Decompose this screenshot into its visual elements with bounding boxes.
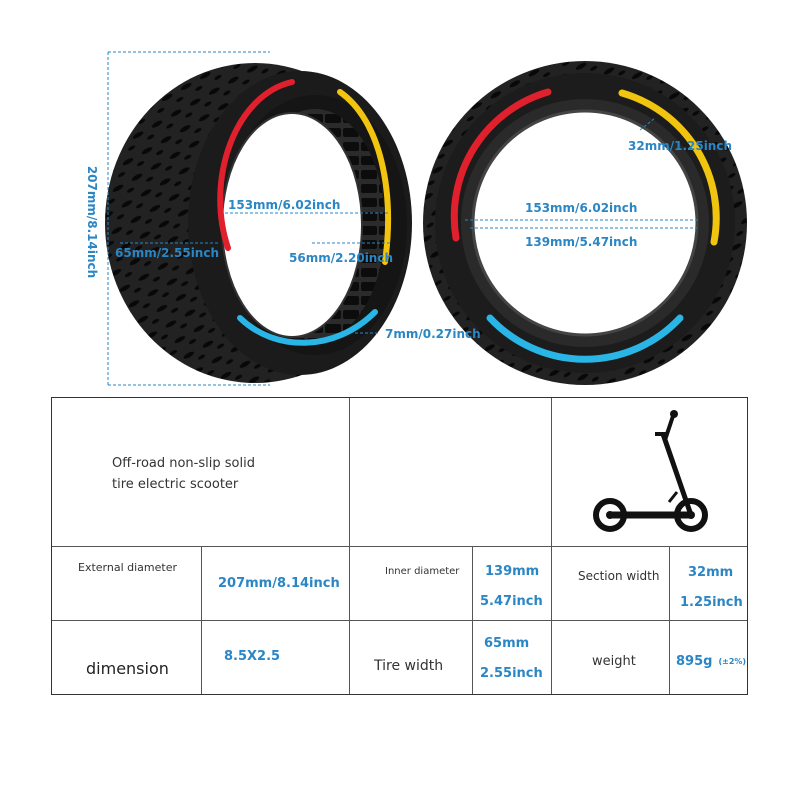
tire-width-value-mm: 65mm: [484, 635, 530, 651]
description-line2: tire electric scooter: [112, 477, 239, 492]
right-tire: [423, 61, 747, 385]
outer-height-label: 207mm/8.14inch: [85, 166, 99, 278]
tire-width-label: Tire width: [374, 658, 444, 674]
red-stripe: [450, 88, 552, 242]
blue-stripe: [486, 314, 684, 363]
section-width-value-mm: 32mm: [688, 564, 734, 580]
inner-left-label: 153mm/6.02inch: [228, 198, 340, 212]
hub-width-label: 56mm/2.20inch: [289, 251, 393, 265]
yellow-stripe: [618, 89, 720, 246]
spec-table: Off-road non-slip solid tire electric sc…: [51, 397, 748, 695]
weight-tolerance: (±2%): [718, 656, 747, 666]
tire-product-image: 207mm/8.14inch 153mm/6.02inch 65mm/2.55i…: [85, 51, 747, 386]
product-description: Off-road non-slip solid tire electric sc…: [112, 453, 342, 498]
weight-value-group: 895g (±2%): [676, 651, 748, 671]
dimension-value: 8.5X2.5: [224, 648, 281, 664]
inner-diameter-value-inch: 5.47inch: [480, 593, 543, 609]
tire-width-dim-label: 65mm/2.55inch: [115, 246, 219, 260]
section-right-label: 32mm/1.25inch: [628, 139, 732, 153]
external-diameter-value: 207mm/8.14inch: [218, 575, 340, 591]
weight-label: weight: [592, 653, 636, 669]
left-tire: [105, 63, 412, 383]
hub-wall-label: 7mm/0.27inch: [385, 327, 481, 341]
inner-right-top-label: 153mm/6.02inch: [525, 201, 637, 215]
inner-diameter-label: Inner diameter: [385, 565, 460, 577]
description-line1: Off-road non-slip solid: [112, 456, 255, 471]
yellow-stripe: [337, 89, 391, 265]
weight-value: 895g: [676, 653, 713, 669]
tire-width-value-inch: 2.55inch: [480, 665, 543, 681]
red-stripe: [217, 79, 295, 251]
section-width-label: Section width: [578, 569, 660, 583]
dimension-guides: [107, 51, 700, 386]
scooter-icon: [592, 410, 708, 532]
inner-diameter-value-mm: 139mm: [485, 563, 540, 579]
blue-stripe: [237, 309, 378, 346]
inner-right-bottom-label: 139mm/5.47inch: [525, 235, 637, 249]
section-width-value-inch: 1.25inch: [680, 594, 743, 610]
external-diameter-label: External diameter: [78, 560, 177, 574]
scooter-icon-cell: [552, 398, 747, 546]
dimension-label: dimension: [86, 658, 169, 678]
